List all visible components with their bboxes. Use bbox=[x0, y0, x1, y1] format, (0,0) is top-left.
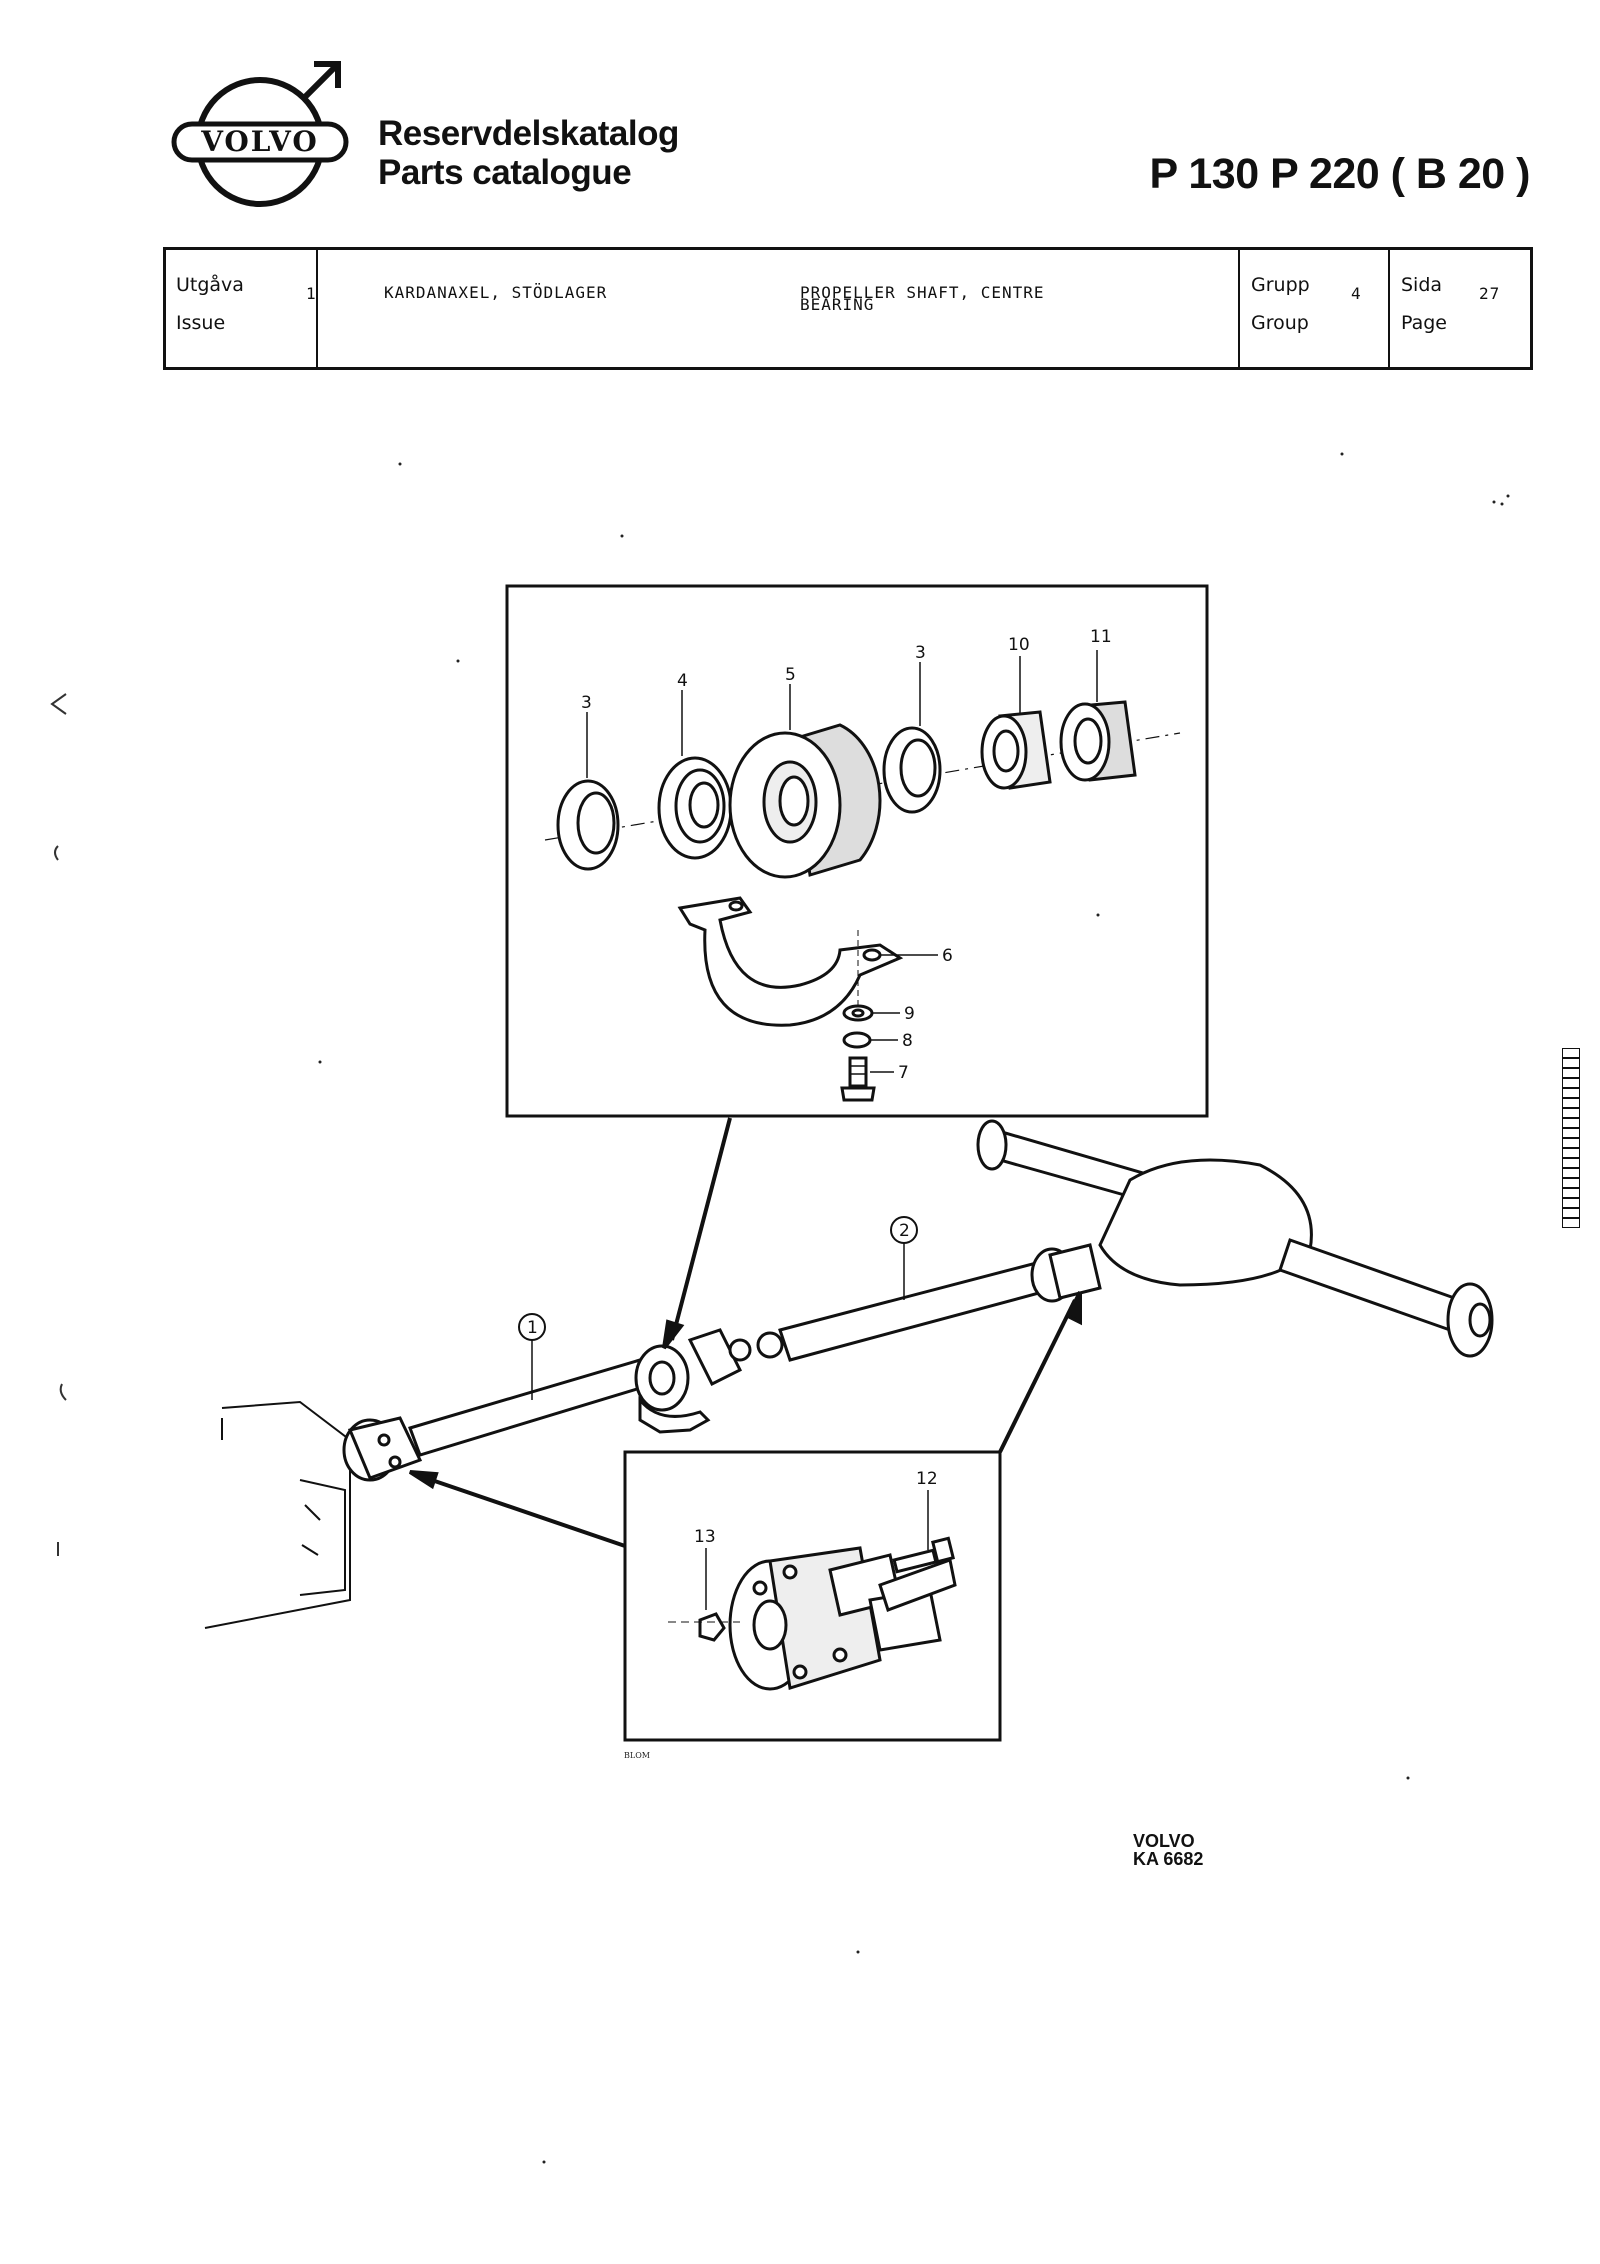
logo-text: VOLVO bbox=[200, 125, 319, 158]
footer-code: KA 6682 bbox=[1133, 1849, 1204, 1869]
description-en-line1: PROPELLER SHAFT, CENTRE bbox=[800, 283, 1045, 302]
part-10-sleeve bbox=[980, 710, 1052, 790]
callout-7: 7 bbox=[898, 1063, 909, 1083]
side-thumb-tab-icon bbox=[1562, 1048, 1580, 1228]
universal-joint-flange bbox=[728, 1546, 957, 1691]
callout-10: 10 bbox=[1008, 635, 1030, 655]
callout-13: 13 bbox=[694, 1527, 716, 1547]
issue-label-en: Issue bbox=[176, 312, 226, 334]
model-designation: P 130 P 220 ( B 20 ) bbox=[1149, 150, 1531, 198]
page-label-en: Page bbox=[1401, 312, 1447, 334]
callout-4: 4 bbox=[677, 671, 688, 691]
inset-centre-bearing bbox=[505, 584, 1209, 1118]
header-divider bbox=[316, 250, 318, 367]
group-value: 4 bbox=[1351, 284, 1362, 303]
artist-mark: BLOM bbox=[624, 1751, 650, 1760]
rear-axle bbox=[976, 1119, 1494, 1358]
title-english: Parts catalogue bbox=[378, 153, 632, 192]
propeller-shaft-front bbox=[342, 1358, 652, 1482]
propeller-shaft-rear bbox=[778, 1243, 1102, 1362]
description-sv: KARDANAXEL, STÖDLAGER bbox=[384, 283, 608, 302]
group-label-sv: Grupp bbox=[1251, 274, 1310, 296]
callout-3-right: 3 bbox=[915, 643, 926, 663]
callout-2: 2 bbox=[899, 1221, 910, 1241]
callout-5: 5 bbox=[785, 665, 796, 685]
page-label-sv: Sida bbox=[1401, 274, 1443, 296]
part-11-collar bbox=[1059, 700, 1137, 782]
part-9-washer bbox=[842, 1004, 874, 1022]
header-divider bbox=[1238, 250, 1240, 367]
page-value: 27 bbox=[1479, 284, 1501, 303]
part-12-bolt bbox=[892, 1536, 955, 1574]
part-5-rubber-cushion bbox=[728, 723, 882, 879]
part-7-bolt bbox=[840, 1056, 876, 1102]
description-en-line2: BEARING bbox=[800, 295, 875, 314]
centre-bearing-on-shaft bbox=[634, 1328, 784, 1434]
part-8-lock-washer bbox=[842, 1031, 872, 1049]
footer-reference: VOLVO KA 6682 bbox=[1133, 1832, 1203, 1868]
title-swedish: Reservdelskatalog bbox=[378, 114, 679, 153]
part-6-bracket bbox=[677, 896, 904, 1027]
part-4-ball-bearing bbox=[657, 756, 733, 860]
callout-1: 1 bbox=[527, 1318, 538, 1338]
callout-3-left: 3 bbox=[581, 693, 592, 713]
callout-2-badge: 2 bbox=[890, 1216, 918, 1300]
gearbox-outline bbox=[204, 1400, 351, 1629]
callout-9: 9 bbox=[904, 1004, 915, 1024]
part-3-seal-left bbox=[556, 779, 620, 871]
catalogue-title: Reservdelskatalog Parts catalogue bbox=[378, 116, 679, 194]
footer-brand: VOLVO bbox=[1133, 1831, 1195, 1851]
part-3-seal-right bbox=[882, 726, 942, 814]
part-13-nut bbox=[698, 1612, 726, 1642]
group-label-en: Group bbox=[1251, 312, 1309, 334]
callout-11: 11 bbox=[1090, 627, 1112, 647]
callout-1-badge: 1 bbox=[518, 1313, 546, 1400]
inset-universal-joint bbox=[623, 1450, 1002, 1742]
issue-label-sv: Utgåva bbox=[176, 274, 244, 296]
callout-12: 12 bbox=[916, 1469, 938, 1489]
callout-6: 6 bbox=[942, 946, 953, 966]
issue-value: 1 bbox=[306, 284, 317, 303]
callout-8: 8 bbox=[902, 1031, 913, 1051]
volvo-logo-icon: VOLVO bbox=[171, 61, 349, 207]
header-table: Utgåva Issue 1 KARDANAXEL, STÖDLAGER PRO… bbox=[163, 247, 1533, 370]
header-divider bbox=[1388, 250, 1390, 367]
